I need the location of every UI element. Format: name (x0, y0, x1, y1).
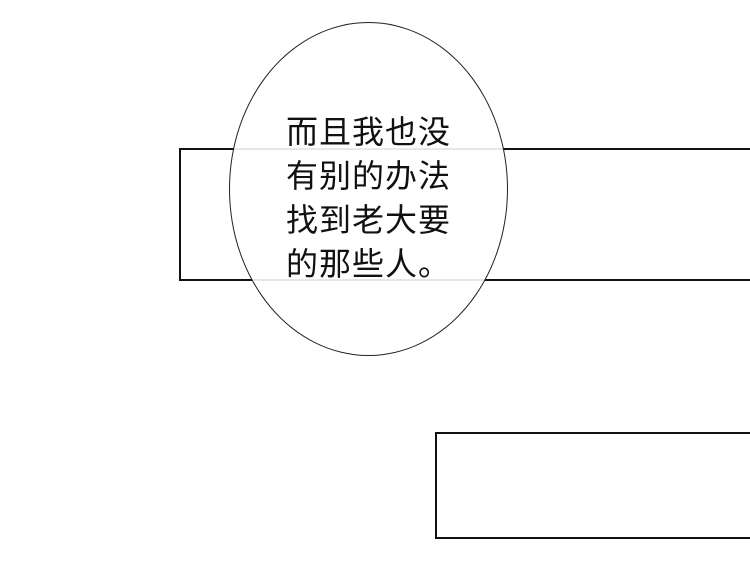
speech-line-4: 的那些人。 (286, 245, 452, 283)
speech-bubble (229, 22, 508, 356)
comic-panel-bottom (435, 432, 750, 539)
speech-line-2: 有别的办法 (286, 157, 452, 195)
speech-bubble-text: 而且我也没 有别的办法 找到老大要 的那些人。 (286, 110, 486, 286)
speech-line-1: 而且我也没 (286, 113, 452, 151)
speech-line-3: 找到老大要 (286, 201, 452, 239)
